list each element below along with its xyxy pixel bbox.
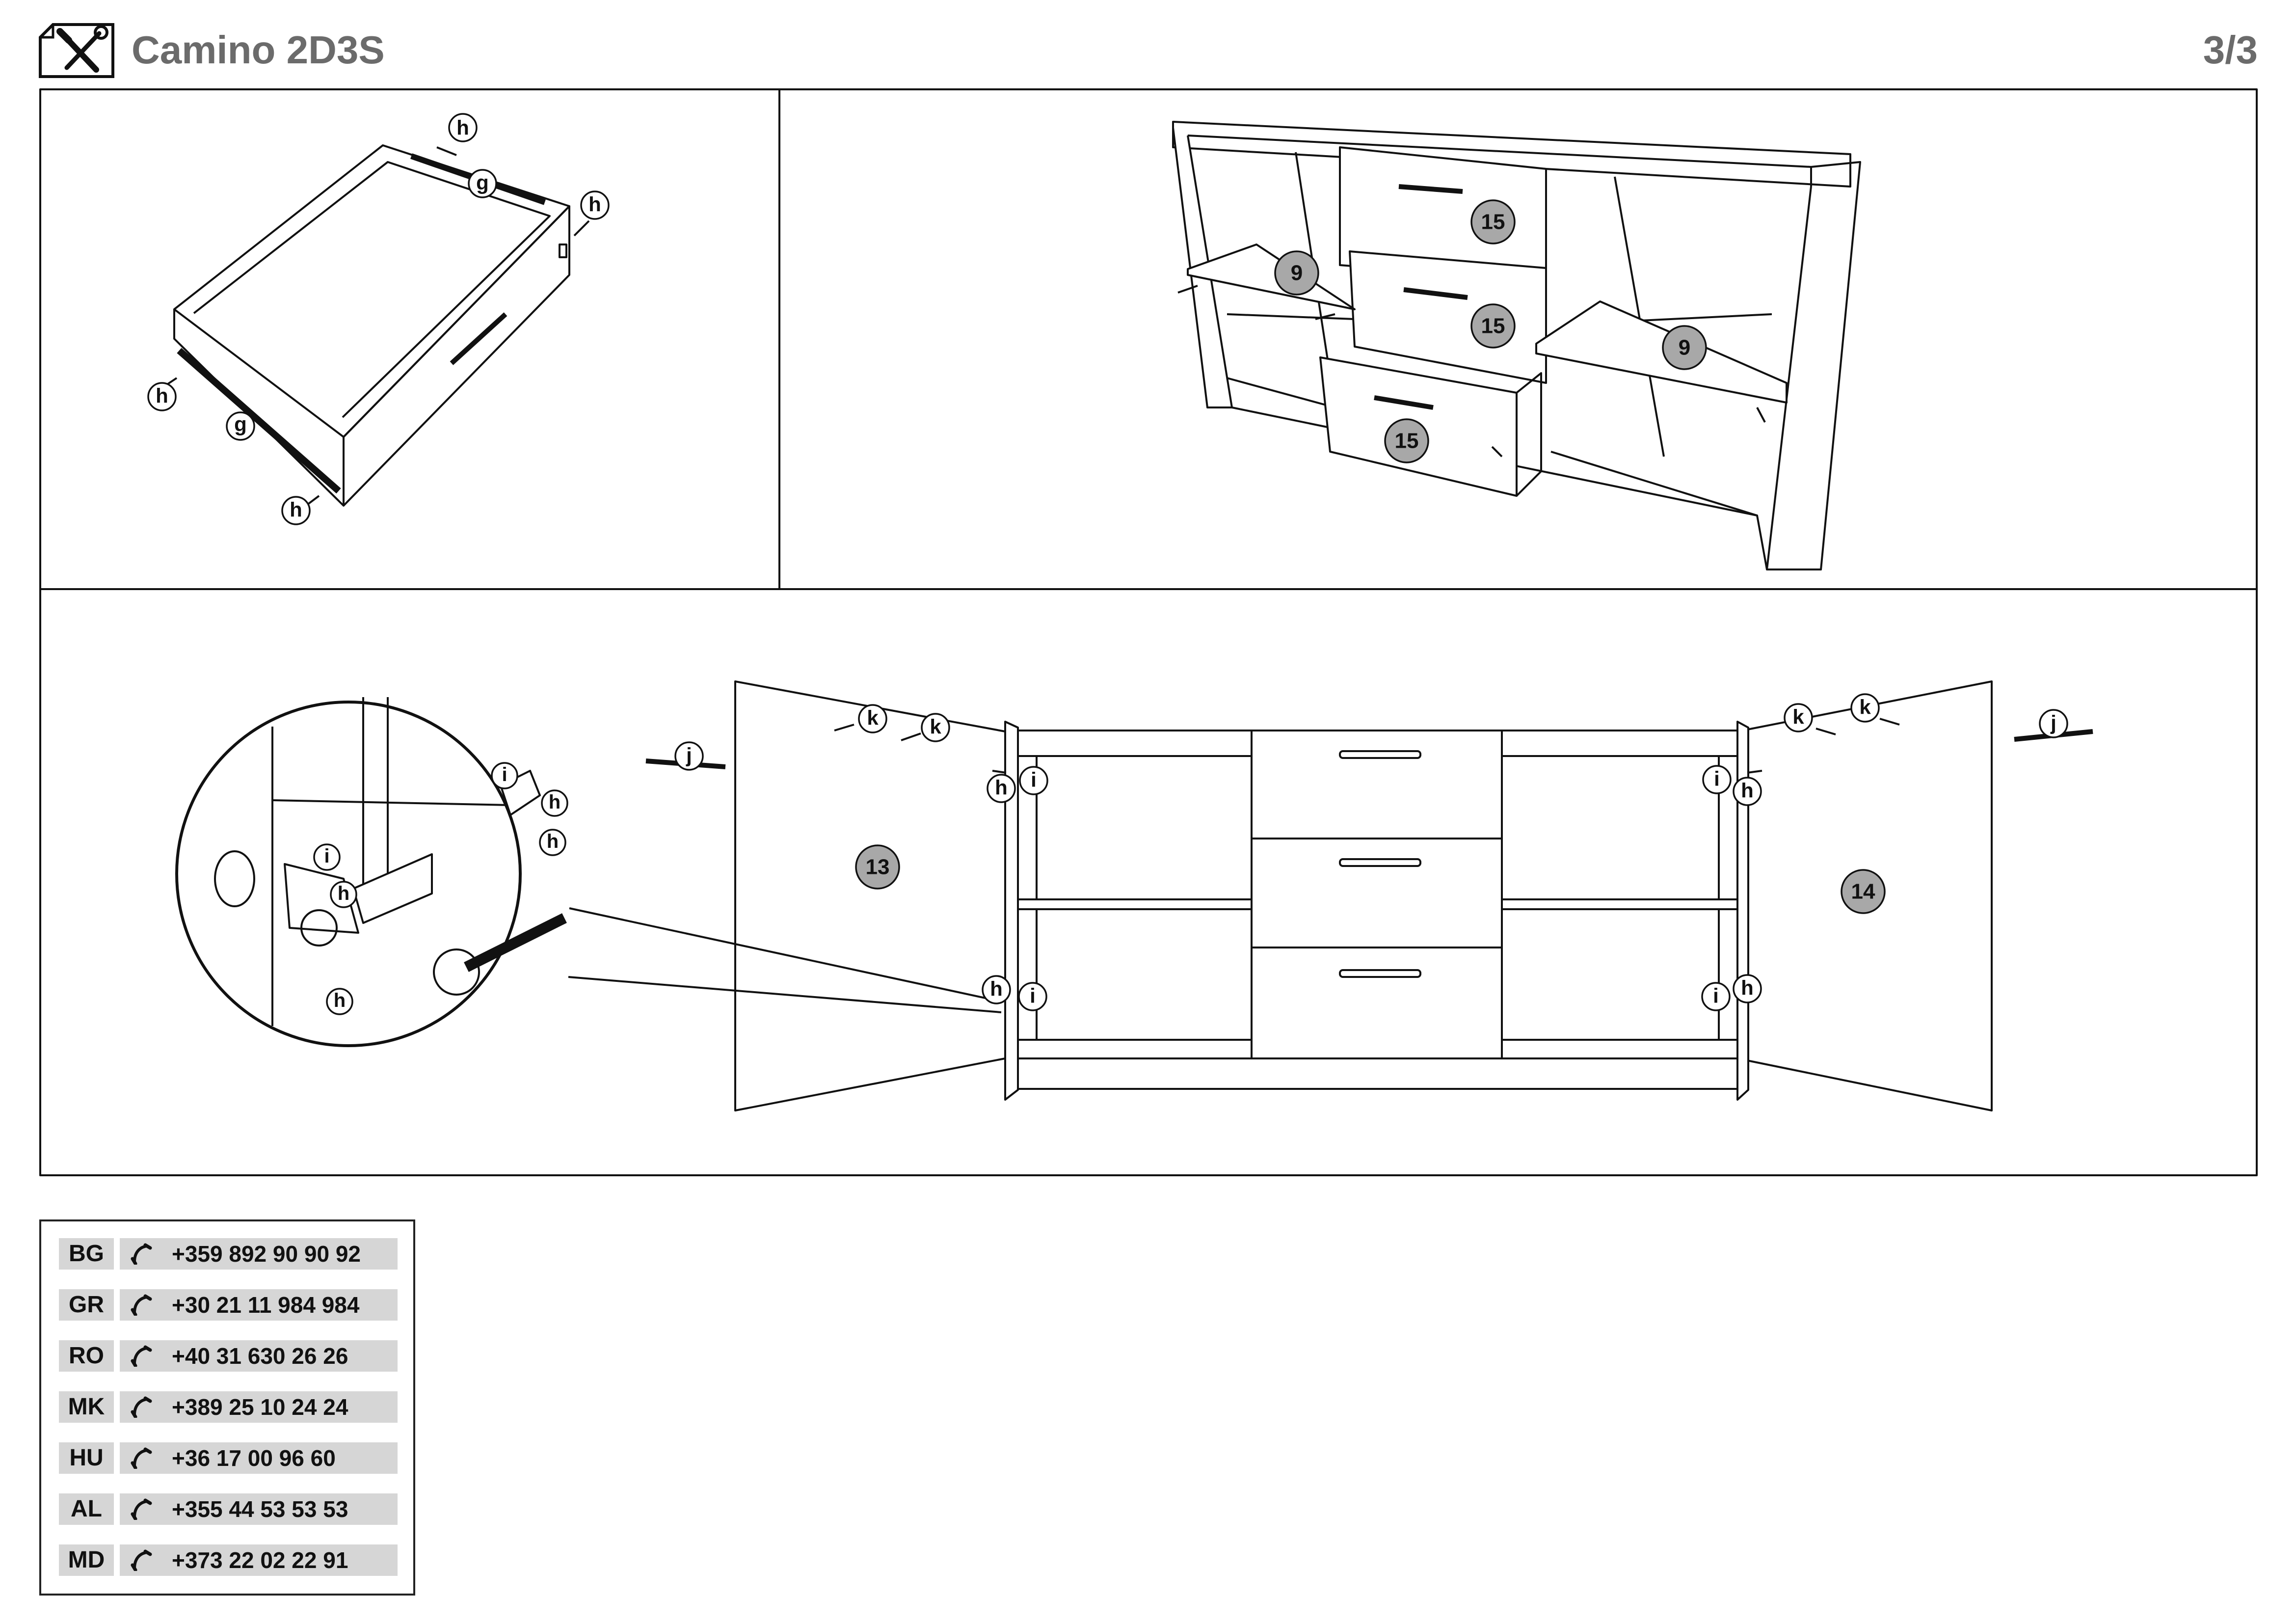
country-code: BG: [59, 1238, 114, 1270]
label-j: j: [686, 744, 692, 767]
label-h: h: [338, 883, 349, 904]
contact-row: GR +30 21 11 984 984: [59, 1289, 398, 1321]
contact-phone-table: BG +359 892 90 90 92 GR +30 21 11 984 98…: [39, 1219, 415, 1596]
label-k: k: [867, 706, 879, 730]
panel-frame: [39, 88, 2258, 1176]
label-k: k: [930, 715, 941, 738]
contact-row: RO +40 31 630 26 26: [59, 1340, 398, 1372]
label-i: i: [324, 845, 329, 867]
phone-number: +355 44 53 53 53: [172, 1496, 348, 1522]
phone-number: +359 892 90 90 92: [172, 1241, 361, 1267]
part-9: 9: [1291, 261, 1303, 285]
label-h: h: [334, 990, 346, 1011]
document-title: Camino 2D3S: [132, 28, 385, 72]
contact-row: MD +373 22 02 22 91: [59, 1544, 398, 1576]
label-h: h: [290, 498, 302, 521]
label-i: i: [1031, 768, 1037, 791]
part-badges: [855, 199, 1886, 914]
label-h: h: [156, 384, 168, 407]
phone-number: +373 22 02 22 91: [172, 1547, 348, 1573]
country-code: MK: [59, 1391, 114, 1423]
label-h: h: [1741, 779, 1754, 802]
page-number: 3/3: [2203, 28, 2258, 72]
part-13: 13: [866, 855, 890, 879]
phone-icon: [131, 1243, 152, 1265]
part-15: 15: [1481, 210, 1505, 234]
sideboard-doors-illustration: [175, 680, 2093, 1111]
phone-icon: [131, 1549, 152, 1571]
label-h: h: [456, 116, 469, 139]
phone-icon: [131, 1447, 152, 1469]
country-code: AL: [59, 1493, 114, 1525]
hardware-labels: [147, 113, 2068, 1015]
country-code: GR: [59, 1289, 114, 1321]
label-g: g: [476, 171, 489, 194]
label-k: k: [1859, 696, 1871, 719]
label-k: k: [1792, 705, 1804, 729]
label-i: i: [502, 764, 507, 785]
contact-row: BG +359 892 90 90 92: [59, 1238, 398, 1270]
phone-icon: [131, 1294, 152, 1316]
phone-icon: [131, 1396, 152, 1418]
label-g: g: [234, 413, 247, 436]
label-i: i: [1714, 767, 1720, 790]
phone-number: +36 17 00 96 60: [172, 1445, 336, 1471]
part-9: 9: [1679, 336, 1690, 360]
part-14: 14: [1851, 880, 1875, 904]
country-code: HU: [59, 1442, 114, 1474]
country-code: RO: [59, 1340, 114, 1372]
label-j: j: [2050, 711, 2056, 734]
label-h: h: [1741, 976, 1754, 1000]
phone-icon: [131, 1498, 152, 1520]
label-h: h: [547, 831, 559, 852]
label-i: i: [1713, 984, 1719, 1007]
phone-icon: [131, 1345, 152, 1367]
label-i: i: [1030, 984, 1036, 1007]
arrow-hints: [161, 146, 1900, 774]
label-h: h: [990, 977, 1003, 1001]
phone-number: +30 21 11 984 984: [172, 1292, 360, 1318]
drawer-runner-illustration: [173, 144, 570, 507]
phone-number: +40 31 630 26 26: [172, 1343, 348, 1369]
part-15: 15: [1481, 314, 1505, 338]
contact-row: AL +355 44 53 53 53: [59, 1493, 398, 1525]
phone-number: +389 25 10 24 24: [172, 1394, 348, 1420]
country-code: MD: [59, 1544, 114, 1576]
sideboard-illustration: [1172, 121, 1861, 570]
contact-row: HU +36 17 00 96 60: [59, 1442, 398, 1474]
label-h: h: [588, 193, 601, 216]
label-h: h: [995, 776, 1008, 799]
part-15: 15: [1395, 429, 1419, 453]
label-h: h: [549, 791, 561, 813]
contact-row: MK +389 25 10 24 24: [59, 1391, 398, 1423]
tools-icon: [39, 23, 114, 78]
